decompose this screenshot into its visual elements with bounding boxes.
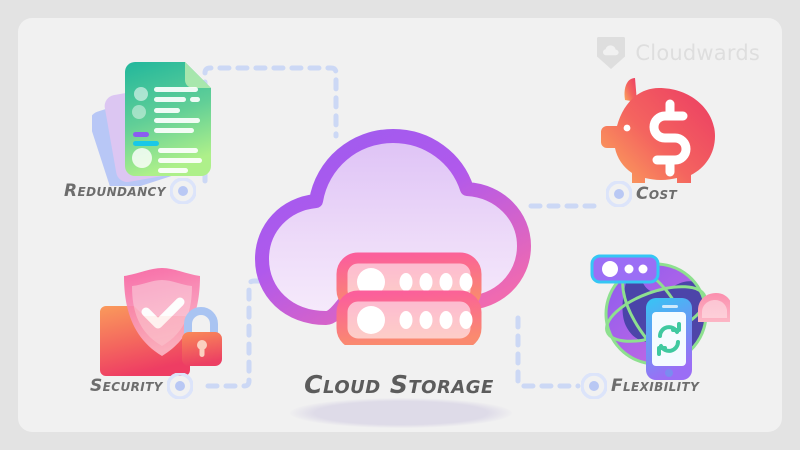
pig-eye: [623, 124, 631, 132]
connector-lines: [202, 65, 606, 389]
shield-folder-lock-icon: [100, 268, 222, 376]
feature-node-flexibility[interactable]: Flexibility: [581, 373, 699, 399]
globe-phone-sync-icon: [590, 254, 730, 380]
cloud-shadow: [290, 398, 512, 428]
infographic-card: Cloudwards: [18, 18, 782, 432]
brand-logo: Cloudwards: [596, 36, 760, 70]
connector-security: [205, 278, 286, 389]
piggy-bank-dollar-icon: [601, 78, 715, 183]
feature-node-redundancy[interactable]: Redundancy: [64, 178, 196, 204]
smartphone-shape: [646, 298, 692, 380]
small-cloud-shape: [698, 293, 730, 322]
feature-label-cost: Cost: [636, 184, 678, 204]
feature-label-redundancy: Redundancy: [64, 181, 166, 201]
pig-ear: [624, 78, 637, 102]
server-rack-bottom: [336, 290, 482, 345]
feature-node-security[interactable]: Security: [90, 373, 193, 399]
padlock-icon: [182, 307, 222, 366]
dollar-sign-icon: [649, 99, 691, 177]
feature-node-cost[interactable]: Cost: [606, 181, 677, 207]
node-marker-icon: [166, 373, 193, 399]
stacked-documents-icon: [92, 62, 211, 186]
cloud-server-icon: [255, 129, 531, 345]
connector-redundancy: [202, 65, 339, 184]
mini-server-bar: [590, 254, 660, 284]
node-marker-icon: [606, 181, 632, 207]
center-title: Cloud Storage: [304, 370, 494, 399]
brand-name: Cloudwards: [635, 41, 760, 65]
cloud-shield-icon: [597, 37, 626, 69]
feature-label-security: Security: [90, 376, 163, 396]
shield-shape: [124, 268, 200, 356]
feature-label-flexibility: Flexibility: [611, 376, 700, 396]
node-marker-icon: [169, 178, 196, 204]
node-marker-icon: [581, 373, 607, 399]
checkmark-icon: [141, 297, 185, 329]
connector-flexibility: [515, 315, 581, 389]
document-front-layer: [125, 62, 211, 176]
